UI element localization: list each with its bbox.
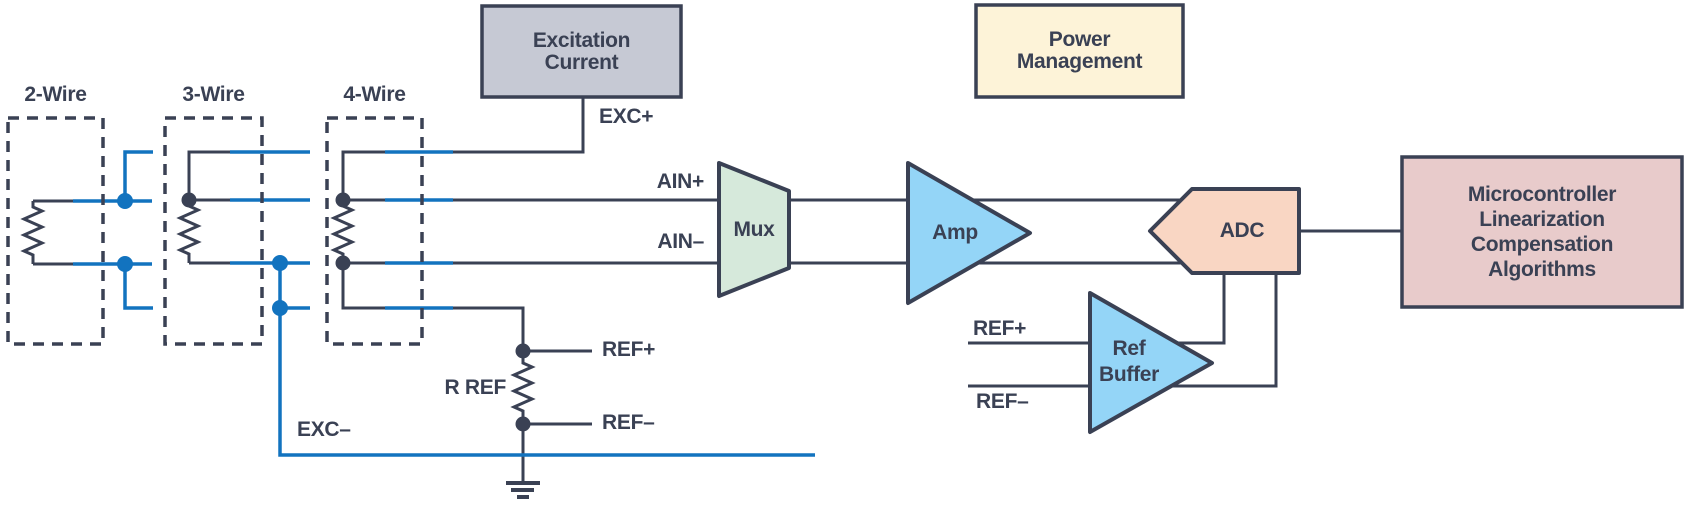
bluewire-2w-top-stub [123, 150, 153, 201]
ref-buffer-block [1088, 291, 1214, 434]
ground-icon [506, 481, 540, 499]
bluewire-2w-bottom-stub [123, 264, 153, 310]
exc-plus-label: EXC+ [599, 105, 654, 128]
bluewire-exc-minus [278, 263, 815, 457]
resistor-4wire [330, 200, 356, 263]
ain-plus-label: AIN+ [656, 170, 705, 193]
blue-junction-dot [117, 256, 133, 272]
mux-block [717, 161, 791, 298]
resistor-3wire [176, 200, 202, 263]
excitation-current-caption: Excitation Current [532, 28, 631, 74]
ref-plus-label: REF+ [602, 338, 656, 361]
junction-dot [515, 343, 531, 359]
blue-junction-dot [272, 300, 288, 316]
microcontroller-caption: Microcontroller Linearization Compensati… [1467, 183, 1617, 281]
blue-junction-dot [117, 193, 133, 209]
resistor-2wire [20, 201, 46, 264]
r-ref-label: R REF [444, 376, 506, 399]
power-management-caption: Power Management [1016, 28, 1143, 73]
blue-wires [73, 150, 815, 457]
junction-dot [335, 255, 351, 271]
wire-refbuf-out-minus [1172, 273, 1278, 388]
resistors [20, 200, 536, 424]
sensor-4wire-label: 4-Wire [343, 83, 406, 106]
junction-dots [117, 192, 531, 432]
wire-refbuf-out-plus [1178, 273, 1226, 345]
amp-caption: Amp [932, 221, 978, 244]
microcontroller-block [1400, 155, 1684, 309]
excitation-current-block [480, 4, 683, 99]
mux-caption: Mux [733, 217, 775, 241]
adc-block [1148, 187, 1301, 275]
ref-minus-label: REF– [602, 411, 655, 434]
power-management-block [974, 3, 1185, 99]
ain-minus-label: AIN– [657, 230, 704, 253]
wire-3w-top-lead [187, 150, 230, 200]
amp-block [906, 161, 1032, 305]
exc-minus-label: EXC– [297, 418, 351, 441]
junction-dot [335, 192, 351, 208]
wire-exc-plus [453, 97, 585, 154]
blue-junction-dot [272, 255, 288, 271]
sensor-2wire-label: 2-Wire [24, 83, 87, 106]
sensor-2wire-box [6, 116, 105, 346]
adc-caption: ADC [1219, 219, 1265, 242]
resistor-rref [510, 351, 536, 424]
wire-4w-ref-lead [341, 263, 385, 310]
junction-dot [181, 192, 197, 208]
ref-buffer-caption: Ref Buffer [1098, 337, 1160, 386]
sensor-3wire-box [163, 116, 264, 346]
refbuf-ref-plus-label: REF+ [973, 317, 1027, 340]
refbuf-ref-minus-label: REF– [976, 390, 1029, 413]
wire-to-rref [453, 306, 525, 351]
sensor-4wire-box [325, 116, 424, 346]
wire-4w-exc-lead [341, 150, 385, 200]
junction-dot [515, 416, 531, 432]
sensor-3wire-label: 3-Wire [182, 83, 245, 106]
